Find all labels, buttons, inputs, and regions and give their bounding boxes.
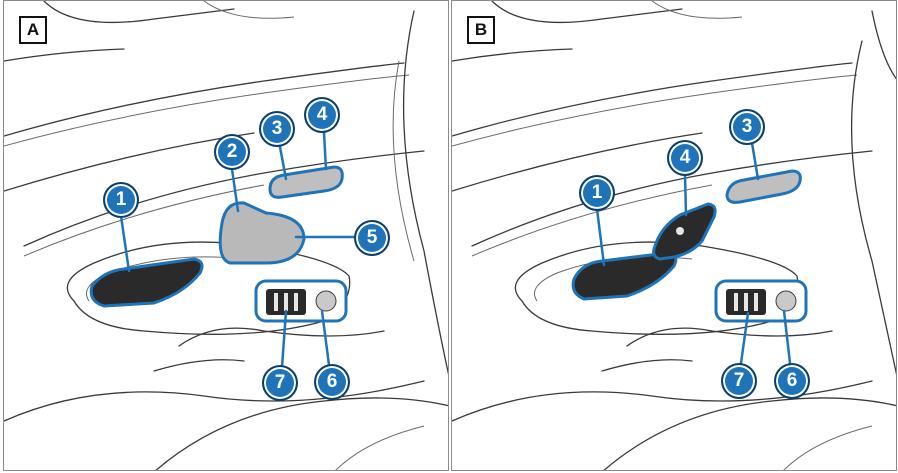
callout-7-a: 7 [262, 365, 298, 401]
callout-4-a: 4 [304, 97, 340, 133]
callout-3-b: 3 [729, 109, 765, 145]
lock-button-b [727, 171, 800, 202]
callout-1-a: 1 [103, 182, 139, 218]
callout-5-a: 5 [354, 220, 390, 256]
callout-6-b: 6 [774, 363, 810, 399]
lock-switch-b [654, 204, 716, 259]
callout-6-a: 6 [314, 364, 350, 400]
lock-button-a [270, 167, 342, 197]
callout-3-a: 3 [259, 111, 295, 147]
callout-2-a: 2 [214, 134, 250, 170]
callout-1-b: 1 [579, 175, 615, 211]
panel-a: A 1 2 3 4 5 6 7 [3, 0, 449, 471]
panel-label-b: B [467, 16, 495, 44]
panel-label-a: A [19, 16, 47, 44]
callout-4-b: 4 [667, 140, 703, 176]
panel-b: B 1 4 3 7 6 [451, 0, 897, 471]
callout-7-b: 7 [721, 363, 757, 399]
door-opener-a [220, 203, 304, 263]
door-handle-a [91, 259, 202, 306]
door-illustration-b [452, 1, 897, 471]
